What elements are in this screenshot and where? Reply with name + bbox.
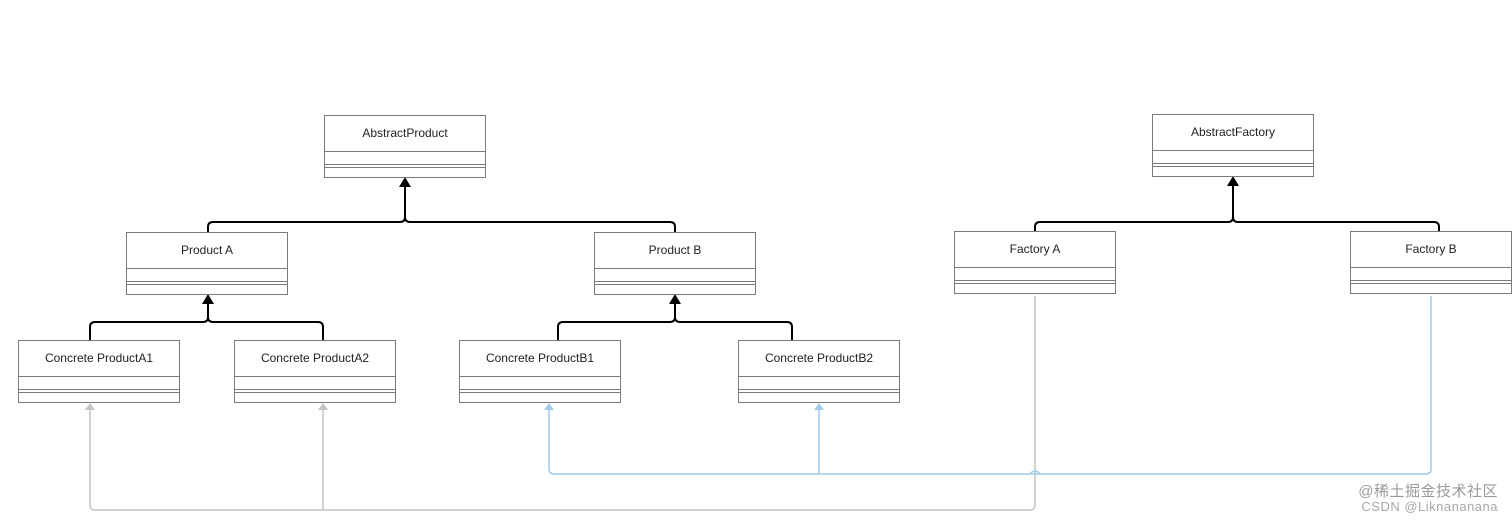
attributes-compartment <box>127 269 287 281</box>
attributes-compartment <box>1351 268 1511 280</box>
compartment-divider <box>325 164 485 165</box>
dependency-arrowhead-concrete-a1 <box>85 403 95 410</box>
attributes-compartment <box>595 269 755 281</box>
class-name: Concrete ProductB2 <box>764 351 874 365</box>
methods-compartment <box>955 283 1115 284</box>
compartment-divider <box>19 376 179 377</box>
class-factory-a[interactable]: Factory A <box>954 231 1116 294</box>
watermark-line-1: @稀土掘金技术社区 <box>1358 483 1498 500</box>
attributes-compartment <box>19 377 179 389</box>
attributes-compartment <box>955 268 1115 280</box>
dependency-line-factory-b <box>548 296 1432 475</box>
methods-compartment <box>325 167 485 168</box>
dependency-arrowhead-concrete-b1 <box>544 403 554 410</box>
compartment-divider <box>955 267 1115 268</box>
compartment-divider <box>460 376 620 377</box>
class-concrete-product-a2[interactable]: Concrete ProductA2 <box>234 340 396 403</box>
methods-compartment <box>1351 283 1511 284</box>
inheritance-line-product-a <box>207 186 406 232</box>
methods-compartment <box>235 392 395 393</box>
inheritance-arrowhead-product-b <box>669 294 681 304</box>
attributes-compartment <box>1153 151 1313 163</box>
methods-compartment <box>739 392 899 393</box>
class-name: Product A <box>180 243 234 257</box>
class-name: Product B <box>648 243 702 257</box>
compartment-divider <box>460 389 620 390</box>
watermark-line-2: CSDN @Liknananana <box>1361 499 1498 514</box>
inheritance-line-concrete-a2 <box>207 316 324 340</box>
compartment-divider <box>127 268 287 269</box>
attributes-compartment <box>739 377 899 389</box>
class-abstract-factory[interactable]: AbstractFactory <box>1152 114 1314 177</box>
inheritance-line-factory-a <box>1034 186 1234 231</box>
inheritance-arrowhead-product-a <box>202 294 214 304</box>
compartment-divider <box>739 376 899 377</box>
class-product-a[interactable]: Product A <box>126 232 288 295</box>
attributes-compartment <box>235 377 395 389</box>
methods-compartment <box>127 284 287 285</box>
compartment-divider <box>739 389 899 390</box>
class-name: Factory B <box>1405 242 1457 256</box>
compartment-divider <box>19 389 179 390</box>
dependency-line-factory-a <box>89 296 1036 511</box>
methods-compartment <box>19 392 179 393</box>
class-factory-b[interactable]: Factory B <box>1350 231 1512 294</box>
dependency-arrowhead-concrete-a2 <box>318 403 328 410</box>
watermark: @稀土掘金技术社区 CSDN @Liknananana <box>1358 483 1498 514</box>
class-concrete-product-a1[interactable]: Concrete ProductA1 <box>18 340 180 403</box>
class-name: AbstractFactory <box>1190 125 1276 139</box>
dependency-line-crossing-hop <box>1029 470 1041 475</box>
dependency-arrowhead-concrete-b2 <box>814 403 824 410</box>
class-name: AbstractProduct <box>362 126 448 140</box>
methods-compartment <box>595 284 755 285</box>
methods-compartment <box>1153 166 1313 167</box>
methods-compartment <box>460 392 620 393</box>
class-name: Concrete ProductA2 <box>260 351 370 365</box>
inheritance-arrowhead-abstract-product <box>399 177 411 187</box>
attributes-compartment <box>325 152 485 164</box>
compartment-divider <box>595 268 755 269</box>
inheritance-line-concrete-b1 <box>557 303 676 340</box>
class-abstract-product[interactable]: AbstractProduct <box>324 115 486 178</box>
compartment-divider <box>1153 150 1313 151</box>
class-concrete-product-b1[interactable]: Concrete ProductB1 <box>459 340 621 403</box>
inheritance-line-concrete-b2 <box>674 316 793 340</box>
compartment-divider <box>235 389 395 390</box>
compartment-divider <box>1351 280 1511 281</box>
compartment-divider <box>955 280 1115 281</box>
inheritance-line-concrete-a1 <box>89 303 209 340</box>
attributes-compartment <box>460 377 620 389</box>
compartment-divider <box>235 376 395 377</box>
inheritance-arrowhead-abstract-factory <box>1227 176 1239 186</box>
class-name: Concrete ProductA1 <box>44 351 154 365</box>
class-product-b[interactable]: Product B <box>594 232 756 295</box>
compartment-divider <box>325 151 485 152</box>
compartment-divider <box>595 281 755 282</box>
compartment-divider <box>1153 163 1313 164</box>
class-concrete-product-b2[interactable]: Concrete ProductB2 <box>738 340 900 403</box>
inheritance-line-product-b <box>404 216 676 232</box>
compartment-divider <box>127 281 287 282</box>
compartment-divider <box>1351 267 1511 268</box>
class-name: Concrete ProductB1 <box>485 351 595 365</box>
class-name: Factory A <box>1009 242 1061 256</box>
inheritance-line-factory-b <box>1232 216 1440 231</box>
